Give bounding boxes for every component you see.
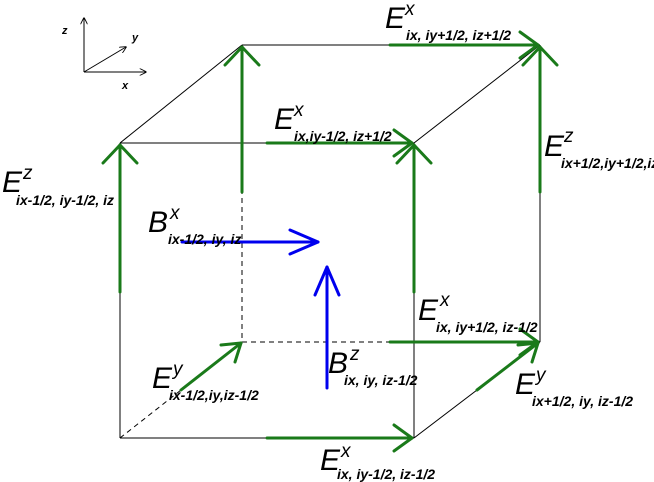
y-axis-line — [83, 47, 126, 73]
svg-text:z: z — [22, 163, 33, 184]
svg-text:ix, iy+1/2, iz+1/2: ix, iy+1/2, iz+1/2 — [406, 27, 511, 43]
arrow-bz — [313, 265, 341, 390]
svg-text:B: B — [328, 347, 348, 380]
svg-text:x: x — [404, 0, 416, 20]
x-axis-label: x — [121, 80, 129, 92]
arrow-ex-bottom-front — [265, 423, 414, 453]
svg-text:E: E — [418, 294, 439, 327]
svg-text:ix+1/2,iy+1/2,iz: ix+1/2,iy+1/2,iz — [561, 155, 654, 171]
label-ex-bottom-back: E x ix, iy+1/2, iz-1/2 — [418, 290, 538, 335]
arrow-ey-left — [179, 341, 243, 392]
label-ex-bottom-front: E x ix, iy-1/2, iz-1/2 — [320, 441, 435, 482]
svg-text:ix-1/2, iy-1/2, iz: ix-1/2, iy-1/2, iz — [16, 192, 114, 208]
svg-text:E: E — [152, 362, 173, 395]
arrow-ez-back-left — [223, 45, 261, 194]
svg-text:z: z — [349, 344, 360, 365]
svg-text:E: E — [385, 2, 406, 35]
svg-text:x: x — [169, 203, 181, 224]
svg-text:x: x — [293, 100, 305, 121]
svg-text:B: B — [148, 206, 168, 239]
arrow-ex-top-front — [265, 128, 414, 158]
label-bz: B z ix, iy, iz-1/2 — [328, 344, 418, 388]
label-ez-right: E z ix+1/2,iy+1/2,iz — [544, 126, 654, 171]
svg-text:ix-1/2,iy,iz-1/2: ix-1/2,iy,iz-1/2 — [169, 387, 259, 403]
svg-text:ix,iy-1/2, iz+1/2: ix,iy-1/2, iz+1/2 — [294, 128, 392, 144]
svg-text:E: E — [544, 130, 565, 163]
y-axis-label: y — [131, 32, 139, 44]
label-ey-right: E y ix+1/2, iy, iz-1/2 — [515, 365, 633, 409]
svg-text:ix+1/2, iy, iz-1/2: ix+1/2, iy, iz-1/2 — [532, 393, 633, 409]
arrow-ex-top-back — [388, 30, 540, 60]
svg-text:ix, iy+1/2, iz-1/2: ix, iy+1/2, iz-1/2 — [436, 319, 538, 335]
svg-text:z: z — [563, 126, 574, 147]
axes-indicator: z y x — [61, 18, 146, 92]
z-axis-label: z — [61, 25, 68, 37]
svg-text:ix, iy, iz-1/2: ix, iy, iz-1/2 — [344, 372, 418, 388]
svg-text:x: x — [439, 290, 451, 311]
e-field-arrows — [101, 30, 559, 453]
svg-text:E: E — [274, 103, 295, 136]
edge-top-right — [413, 44, 541, 144]
svg-text:ix-1/2, iy, iz: ix-1/2, iy, iz — [168, 231, 241, 247]
svg-text:E: E — [320, 444, 341, 477]
label-ex-top-front: E x ix,iy-1/2, iz+1/2 — [274, 100, 392, 144]
arrow-ez-right — [521, 45, 559, 194]
svg-text:y: y — [171, 359, 184, 380]
label-ez-left: E z ix-1/2, iy-1/2, iz — [2, 163, 114, 208]
arrow-ez-left — [101, 143, 139, 294]
label-ey-left: E y ix-1/2,iy,iz-1/2 — [152, 359, 259, 403]
edge-top-left — [119, 44, 243, 144]
label-bx: B x ix-1/2, iy, iz — [148, 203, 241, 247]
svg-text:E: E — [515, 368, 536, 401]
svg-text:E: E — [2, 166, 23, 199]
svg-text:x: x — [340, 441, 352, 462]
svg-text:y: y — [534, 365, 547, 386]
arrow-bx — [180, 228, 320, 256]
b-field-arrows — [180, 228, 341, 390]
arrow-ey-right — [475, 341, 540, 392]
svg-text:ix, iy-1/2, iz-1/2: ix, iy-1/2, iz-1/2 — [337, 466, 435, 482]
label-ex-top-back: E x ix, iy+1/2, iz+1/2 — [385, 0, 511, 43]
arrow-ez-front-right — [395, 143, 433, 294]
